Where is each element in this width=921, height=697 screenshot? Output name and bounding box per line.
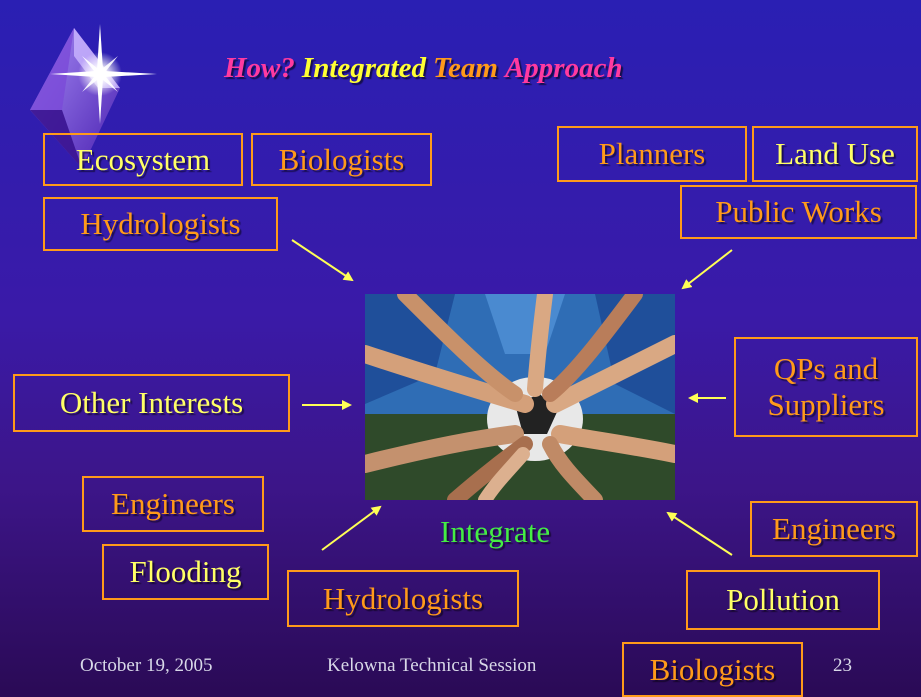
footer-session: Kelowna Technical Session <box>327 655 537 676</box>
hydrologists-bottom-label: Hydrologists <box>287 570 519 627</box>
pollution-label: Pollution <box>686 570 880 630</box>
arrow-top-left <box>291 239 354 282</box>
ecosystem-label: Ecosystem <box>43 133 243 186</box>
land-use-label: Land Use <box>752 126 918 182</box>
flooding-label: Flooding <box>102 544 269 600</box>
hydrologists-top-label: Hydrologists <box>43 197 278 251</box>
title-word-team: Team <box>432 52 498 84</box>
biologists-top-label: Biologists <box>251 133 432 186</box>
qps-suppliers-label: QPs and Suppliers <box>734 337 918 437</box>
page-number: 23 <box>833 655 852 676</box>
arrow-bottom-right <box>666 511 733 556</box>
biologists-bottom-label: Biologists <box>622 642 803 697</box>
footer-date: October 19, 2005 <box>80 655 213 676</box>
engineers-right-label: Engineers <box>750 501 918 557</box>
title-word-approach: Approach <box>504 52 623 84</box>
arrow-top-right <box>681 249 733 290</box>
engineers-left-label: Engineers <box>82 476 264 532</box>
team-hands-on-ball-photo <box>365 294 675 500</box>
integrate-caption: Integrate <box>440 514 551 549</box>
title-word-integrated: Integrated <box>301 52 426 84</box>
planners-label: Planners <box>557 126 747 182</box>
other-interests-label: Other Interests <box>13 374 290 432</box>
arrow-bottom-left <box>321 505 382 551</box>
title-word-how: How? <box>224 52 295 84</box>
public-works-label: Public Works <box>680 185 917 239</box>
